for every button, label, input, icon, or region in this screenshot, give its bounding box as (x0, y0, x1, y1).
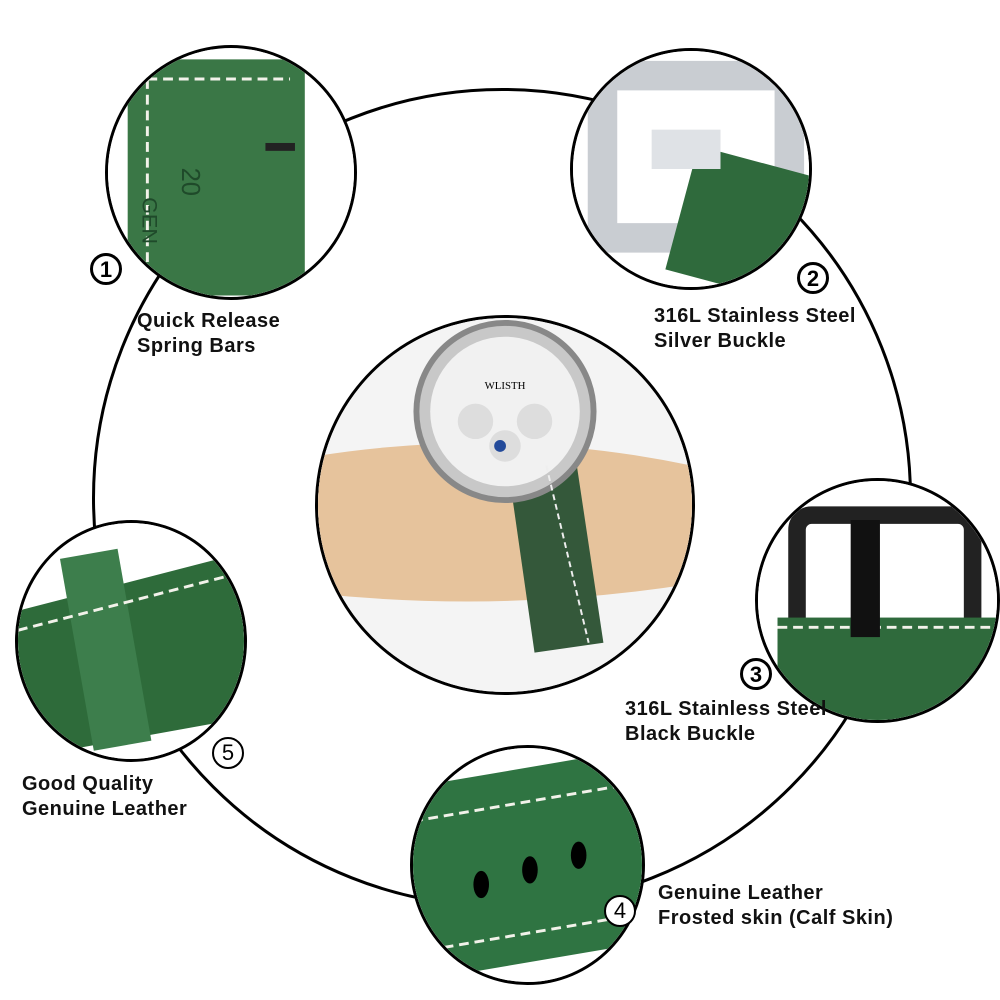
feature-number-2: 2 (797, 262, 829, 294)
label-line: Frosted skin (Calf Skin) (658, 907, 894, 929)
leather-loops-image (15, 520, 247, 762)
label-line: Genuine Leather (658, 882, 824, 904)
label-line: 316L Stainless Steel (625, 698, 827, 720)
label-line: 316L Stainless Steel (654, 305, 856, 327)
engraving-text: GEN (137, 197, 162, 244)
leather-holes-image (410, 745, 645, 985)
feature-number-5: 5 (212, 737, 244, 769)
black-buckle-image (755, 478, 1000, 723)
feature-number-1: 1 (90, 253, 122, 285)
label-line: Genuine Leather (22, 798, 188, 820)
feature-number-4: 4 (604, 895, 636, 927)
feature-number-3: 3 (740, 658, 772, 690)
engraving-size: 20 (176, 168, 204, 196)
label-line: Black Buckle (625, 723, 756, 745)
spring-bar-detail-image: 20 GEN (105, 45, 357, 300)
label-line: Good Quality (22, 773, 154, 795)
label-line: Silver Buckle (654, 330, 787, 352)
watch-on-wrist-image: WLISTH (315, 315, 695, 695)
silver-buckle-image (570, 48, 812, 290)
label-line: Quick Release (137, 310, 281, 332)
watch-brand: WLISTH (485, 380, 526, 392)
label-line: Spring Bars (137, 335, 256, 357)
